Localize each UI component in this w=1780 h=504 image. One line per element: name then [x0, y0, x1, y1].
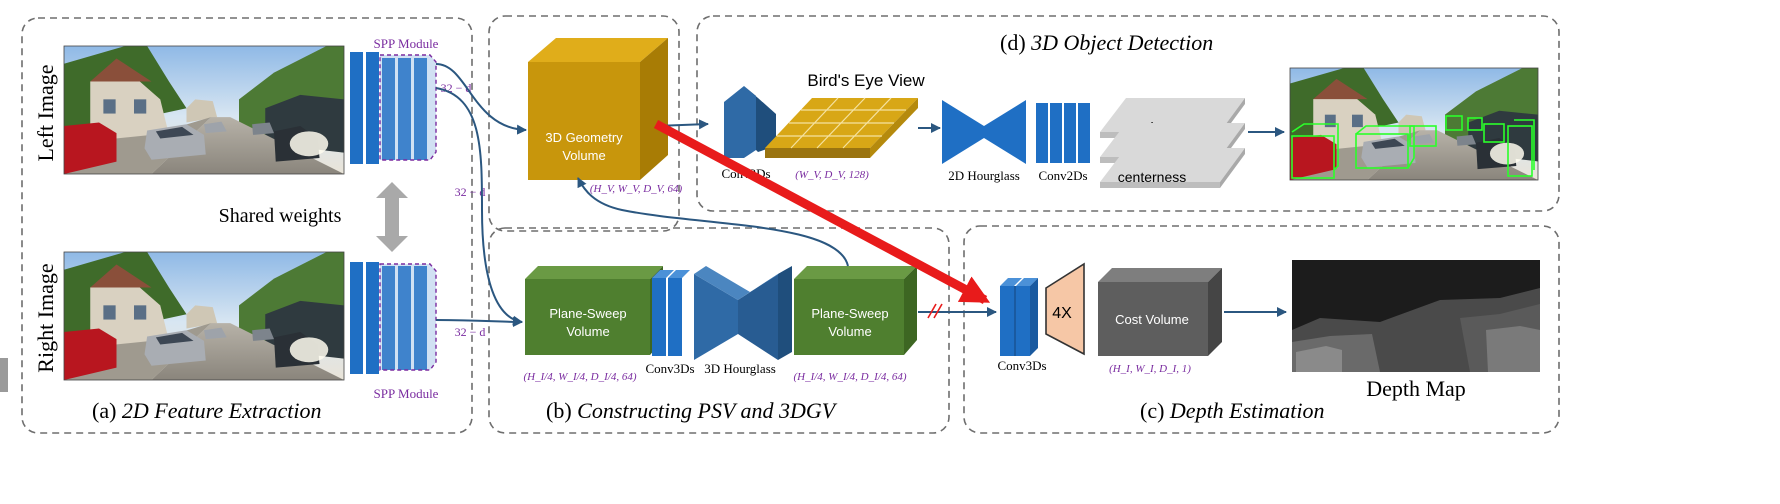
spp-module-bottom-label: SPP Module: [374, 386, 439, 401]
panel-d-border: [696, 15, 1560, 212]
spp-module-top: [350, 52, 437, 164]
geometry-volume: [528, 38, 668, 180]
geometry-volume-label-line1: 3D Geometry: [545, 130, 623, 145]
psv-left: [525, 266, 663, 355]
left-image: [64, 46, 344, 175]
psv-conv3ds-label: Conv3Ds: [645, 361, 694, 376]
hourglass-2d: [942, 100, 1026, 164]
upsample-4x: [1045, 262, 1085, 356]
panel-a-border: [21, 17, 473, 434]
red-depth-guidance-arrow: [653, 120, 991, 304]
panel-c-title: (c) Depth Estimation: [1140, 398, 1325, 423]
detection-conv2ds-block: [1036, 103, 1090, 163]
channel-label-bottom: 32 − d: [455, 325, 486, 339]
channel-label-top-down: 32 − d: [455, 185, 486, 199]
panel-c-border: [963, 225, 1560, 434]
shared-weights-arrow: [376, 182, 408, 252]
arrow-psv-to-geometry: [577, 177, 849, 267]
cost-volume: [1098, 268, 1222, 356]
cost-volume-dims: (H_I, W_I, D_I, 1): [1109, 363, 1191, 375]
head-layer-centerness: [1100, 148, 1245, 188]
right-image: [64, 252, 344, 381]
depth-conv3ds-block: [1000, 278, 1038, 356]
psv-left-label-line1: Plane-Sweep: [549, 306, 626, 321]
panel-b-title: (b) Constructing PSV and 3DGV: [546, 398, 838, 423]
upsample-4x-label: 4X: [1052, 305, 1072, 322]
hourglass-3d-label: 3D Hourglass: [704, 361, 776, 376]
bev-dims: (W_V, D_V, 128): [795, 169, 869, 181]
detection-conv3ds-block: [724, 86, 776, 158]
panel-d-title: (d) 3D Object Detection: [1000, 30, 1213, 55]
panel-a-title: (a) 2D Feature Extraction: [92, 398, 322, 423]
detection-bounding-boxes: [1291, 115, 1535, 179]
psv-conv3ds-block: [652, 270, 690, 356]
depth-map-label: Depth Map: [1366, 376, 1466, 401]
panel-b-bottom-border: [488, 227, 950, 434]
spp-module-top-label: SPP Module: [374, 36, 439, 51]
panel-b-top-border: [488, 15, 680, 232]
hourglass-2d-label: 2D Hourglass: [948, 168, 1020, 183]
gradient-stop-mark: [927, 303, 943, 319]
psv-left-dims: (H_I/4, W_I/4, D_I/4, 64): [523, 371, 636, 383]
psv-right-dims: (H_I/4, W_I/4, D_I/4, 64): [793, 371, 906, 383]
arrow-spp-top-to-geometry: [435, 63, 527, 135]
right-image-label: Right Image: [33, 263, 58, 372]
head-centerness-label: centerness: [1118, 169, 1186, 185]
shared-weights-label: Shared weights: [219, 205, 342, 227]
psv-right: [794, 266, 917, 355]
cost-volume-label: Cost Volume: [1115, 312, 1189, 327]
psv-right-label-line1: Plane-Sweep: [811, 306, 888, 321]
edge-marker: [0, 358, 8, 392]
arrow-spp-bottom-to-psv: [435, 316, 523, 327]
psv-left-label-line2: Volume: [566, 324, 609, 339]
connection-arrows: [435, 63, 1287, 327]
arrow-spp-top-to-psv: [435, 87, 523, 326]
detection-conv2ds-label: Conv2Ds: [1038, 168, 1087, 183]
bev-feature-map: [765, 97, 918, 158]
psv-right-label-line2: Volume: [828, 324, 871, 339]
bev-title: Bird's Eye View: [807, 71, 925, 90]
hourglass-3d: [694, 266, 792, 360]
left-image-label: Left Image: [33, 64, 58, 161]
spp-module-bottom: [350, 262, 437, 374]
geometry-volume-dims: (H_V, W_V, D_V, 64): [590, 183, 683, 195]
depth-conv3ds-label: Conv3Ds: [997, 358, 1046, 373]
depth-map-image: [1292, 260, 1540, 372]
geometry-volume-label-line2: Volume: [562, 148, 605, 163]
